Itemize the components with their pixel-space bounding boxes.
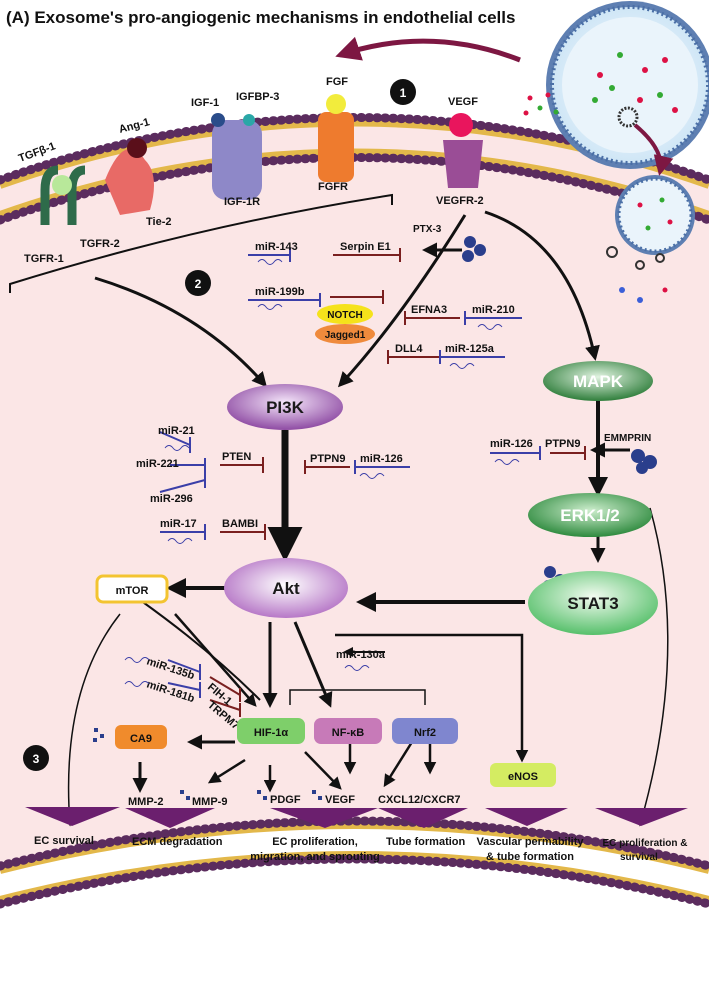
fgfr-receptor	[318, 94, 354, 182]
step-badge-2: 2	[185, 270, 211, 296]
cargo-particles	[523, 92, 559, 116]
mir125a-label: miR-125a	[445, 343, 495, 355]
mir126-label-b: miR-126	[490, 438, 533, 450]
outcome-triangles	[25, 807, 688, 828]
akt-label: Akt	[272, 579, 300, 598]
vegf-label: VEGF	[448, 96, 478, 108]
cytoplasm	[0, 122, 709, 870]
mir221-label: miR-221	[136, 458, 179, 470]
pi3k-node	[227, 384, 343, 430]
efna3-label: EFNA3	[411, 304, 447, 316]
bambi-label: BAMBI	[222, 518, 258, 530]
igf1-label: IGF-1	[191, 97, 219, 109]
vegf-product-label: VEGF	[325, 794, 355, 806]
mir126-label-a: miR-126	[360, 453, 403, 465]
svg-text:1: 1	[400, 86, 407, 100]
enos-label: eNOS	[508, 771, 538, 783]
vegfr2-label: VEGFR-2	[436, 195, 484, 207]
igf1r-label: IGF-1R	[224, 196, 260, 208]
igf1r-receptor	[211, 113, 262, 200]
jagged1-label: Jagged1	[325, 330, 366, 341]
outcome-ec-proliferation-line2: migration, and sprouting	[250, 851, 380, 863]
ptpn9-label-b: PTPN9	[545, 438, 580, 450]
cxcl12-label: CXCL12/CXCR7	[378, 794, 461, 806]
fusing-exosome	[606, 175, 695, 303]
ptpn9-label-a: PTPN9	[310, 453, 345, 465]
mir17-label: miR-17	[160, 518, 197, 530]
exosome-release-arrow	[335, 36, 521, 63]
tgf-receptor	[40, 165, 86, 225]
enos-box	[490, 763, 556, 787]
dll4-label: DLL4	[395, 343, 423, 355]
outcome-tube-formation: Tube formation	[386, 836, 466, 848]
mmp2-label: MMP-2	[128, 796, 163, 808]
mapk-node	[543, 361, 653, 401]
ptx3-label: PTX-3	[413, 224, 442, 235]
tgfr1-label: TGFR-1	[24, 253, 64, 265]
mirna-hairpin-icons	[124, 259, 520, 687]
step-badge-1: 1	[390, 79, 416, 105]
svg-text:2: 2	[195, 277, 202, 291]
mtor-label: mTOR	[116, 585, 149, 597]
mir199b-label: miR-199b	[255, 286, 305, 298]
stat3-node	[528, 571, 658, 635]
igfbp3-label: IGFBP-3	[236, 91, 279, 103]
pdgf-label: PDGF	[270, 794, 301, 806]
ang1-label: Ang-1	[118, 116, 151, 136]
step-badge-3: 3	[23, 745, 49, 771]
bottom-membrane	[0, 816, 709, 909]
pten-label: PTEN	[222, 451, 251, 463]
erk-node	[528, 493, 652, 537]
mapk-label: MAPK	[573, 372, 624, 391]
hif1a-box	[237, 718, 305, 744]
mtor-box	[95, 574, 169, 604]
outcome-ec-proliferation-line1: EC proliferation,	[272, 836, 358, 848]
mir143-label: miR-143	[255, 241, 298, 253]
tie2-receptor	[105, 138, 154, 215]
receptor-bracket	[9, 193, 393, 293]
stat3-label: STAT3	[567, 594, 618, 613]
large-exosome	[546, 1, 709, 169]
pi3k-label: PI3K	[266, 398, 305, 417]
emmprin-label: EMMPRIN	[604, 433, 651, 444]
tgfr2-label: TGFR-2	[80, 238, 120, 250]
outcome-ec-survival: EC survival	[34, 835, 94, 847]
fgf-label: FGF	[326, 76, 348, 88]
mir21-label: miR-21	[158, 425, 195, 437]
notch-label: NOTCH	[327, 310, 363, 321]
outcome-ecm-degradation: ECM degradation	[132, 836, 223, 848]
outcome-vascular-line1: Vascular permability	[477, 836, 585, 848]
mir130a-label: miR-130a	[336, 649, 386, 661]
signal-arrows	[65, 210, 669, 827]
secreted-factor-dots	[93, 728, 322, 800]
nrf2-label: Nrf2	[414, 727, 436, 739]
nfkb-box	[314, 718, 382, 744]
nfkb-label: NF-κB	[332, 727, 364, 739]
hif1a-label: HIF-1α	[254, 727, 289, 739]
fgfr-label: FGFR	[318, 181, 348, 193]
svg-text:3: 3	[33, 752, 40, 766]
tie2-label: Tie-2	[146, 216, 171, 228]
ca9-label: CA9	[130, 733, 152, 745]
akt-node	[224, 558, 348, 618]
outcome-ec-prolif-survival-line1: EC proliferation &	[602, 838, 687, 849]
outcome-vascular-line2: & tube formation	[486, 851, 574, 863]
outcome-ec-prolif-survival-line2: survival	[620, 852, 658, 863]
nrf2-box	[392, 718, 458, 744]
ca9-box	[115, 725, 167, 749]
notch-jagged-complex: NOTCH Jagged1	[315, 304, 375, 344]
figure-title: (A) Exosome's pro-angiogenic mechanisms …	[6, 8, 515, 27]
mmp9-label: MMP-9	[192, 796, 227, 808]
ptx3-complex: PTX-3	[413, 224, 486, 262]
mir296-label: miR-296	[150, 493, 193, 505]
exosome-uptake-arrow	[633, 123, 674, 176]
vegfr2-receptor	[443, 113, 483, 188]
emmprin-complex: EMMPRIN	[604, 433, 657, 474]
inhibition-lines	[159, 248, 586, 717]
serpine1-label: Serpin E1	[340, 241, 391, 253]
erk-label: ERK1/2	[560, 506, 620, 525]
mir210-label: miR-210	[472, 304, 515, 316]
